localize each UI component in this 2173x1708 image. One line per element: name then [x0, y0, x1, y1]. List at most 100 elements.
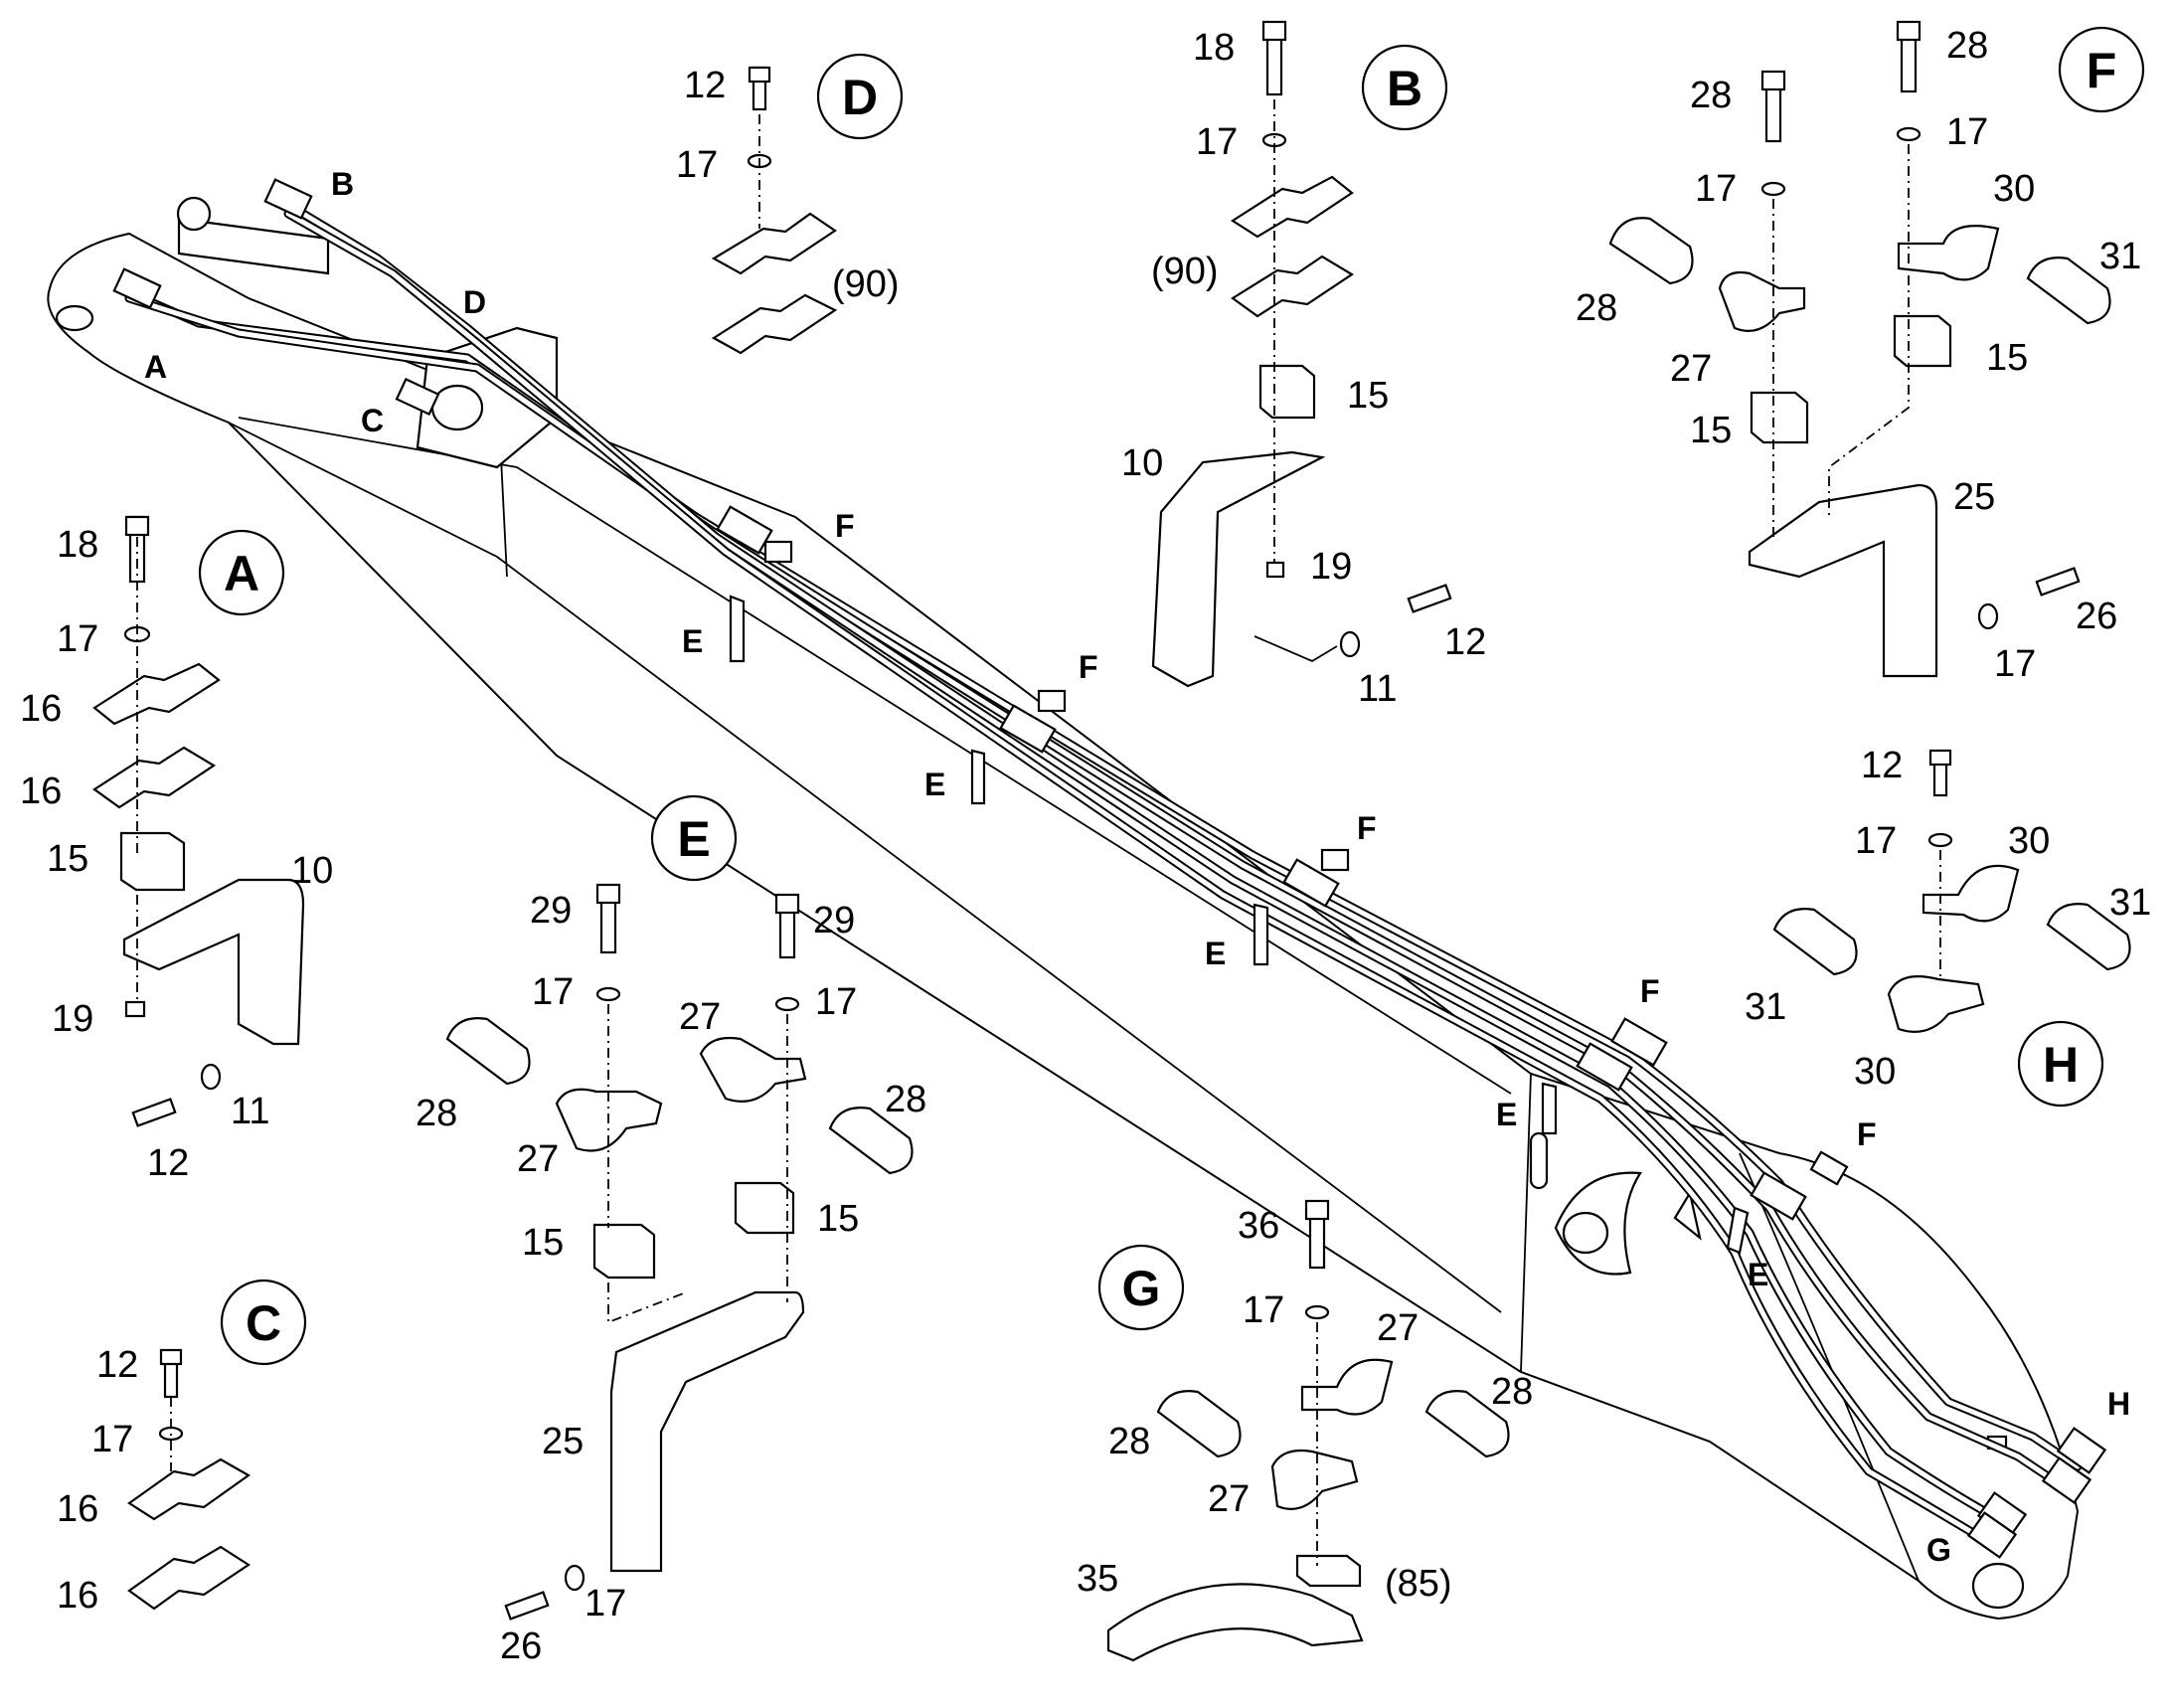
detail-a-letter: A [224, 546, 259, 601]
boom-foot-pin [55, 304, 94, 332]
label-h-main: H [2107, 1386, 2130, 1422]
label-f5-main: F [1857, 1116, 1877, 1152]
callout: 10 [291, 850, 333, 892]
callout: (90) [1151, 251, 1219, 292]
detail-d-marker [816, 53, 904, 140]
callout: 11 [231, 1091, 269, 1132]
detail-d: D 12 17 (90) [676, 53, 904, 355]
callout: 28 [1108, 1421, 1150, 1462]
callout: 36 [1238, 1205, 1279, 1247]
callout: 12 [147, 1142, 189, 1184]
label-g-main: G [1926, 1532, 1951, 1568]
callout: 12 [684, 65, 726, 106]
clamp-90-upper [711, 212, 837, 275]
label-e4-main: E [1496, 1097, 1517, 1132]
spacer-15-f-left [1750, 391, 1809, 444]
callout: 25 [542, 1421, 584, 1462]
callout: 19 [1310, 546, 1352, 588]
sleeve-28-f [1608, 217, 1694, 285]
callout: 30 [1854, 1051, 1896, 1093]
detail-b: B 18 17 (90) 15 10 19 12 11 [1121, 20, 1486, 710]
callout: 16 [20, 770, 62, 812]
callout: 17 [1243, 1289, 1284, 1331]
detail-h-letter: H [2043, 1037, 2079, 1093]
hydraulic-cylinder [177, 217, 330, 275]
label-f3-main: F [1357, 810, 1377, 846]
plate-85 [1295, 1554, 1362, 1588]
callout: 19 [52, 998, 93, 1040]
hydraulic-hoses [112, 178, 2107, 1559]
clamp-30-h-upper [1922, 864, 2020, 923]
clamp-30-f [1897, 225, 2000, 281]
label-e5-main: E [1748, 1257, 1768, 1292]
callout: 27 [517, 1138, 559, 1180]
hose-fitting-c [395, 377, 440, 417]
label-e1-main: E [682, 623, 703, 659]
callout: 29 [813, 900, 855, 941]
clamp-stations [716, 505, 1849, 1255]
callout: 18 [1193, 27, 1235, 69]
callout: 17 [1695, 168, 1737, 210]
label-e2-main: E [924, 767, 945, 802]
callout: 28 [1576, 287, 1617, 329]
clamp-30-h-lower [1887, 975, 1985, 1033]
label-f1-main: F [835, 508, 855, 544]
bracket-10-b [1151, 450, 1326, 688]
detail-a-marker [198, 529, 285, 616]
callout: 28 [1491, 1371, 1533, 1413]
callout: 16 [57, 1488, 98, 1530]
callout: 28 [1946, 25, 1988, 67]
callout: 15 [1690, 410, 1732, 451]
callout: 26 [2076, 596, 2117, 637]
callout: 15 [1986, 337, 2028, 379]
callout: 28 [1690, 75, 1732, 116]
bracket-25-f [1748, 483, 1938, 678]
label-c-main: C [361, 403, 384, 438]
detail-g-marker [1097, 1244, 1185, 1331]
detail-d-letter: D [842, 70, 878, 125]
callout: 31 [2109, 882, 2151, 924]
callout: 29 [530, 890, 572, 932]
detail-b-letter: B [1387, 61, 1422, 116]
clamp-16a [92, 662, 221, 726]
spacer-15-e-right [734, 1181, 795, 1235]
clamp-90-lower [711, 293, 838, 355]
boom-body [47, 232, 2080, 1621]
callout: (85) [1385, 1563, 1452, 1605]
callout: 17 [1946, 111, 1988, 153]
callout: 15 [47, 838, 88, 880]
callout: 15 [522, 1222, 564, 1264]
sleeve-31-f [2026, 256, 2111, 325]
spacer-15-b [1258, 364, 1316, 420]
bracket-25-e [609, 1290, 805, 1573]
arm-pin [1971, 1562, 2025, 1610]
sleeve-28-g-right [1424, 1390, 1510, 1458]
callout: 12 [1444, 621, 1486, 663]
label-e3-main: E [1205, 936, 1226, 971]
bolt-26-f [2035, 567, 2081, 597]
detail-g: G 36 17 27 28 28 27 35 (85) [1077, 1199, 1533, 1662]
detail-e-letter: E [677, 811, 710, 867]
detail-a: A 18 17 16 16 15 10 19 11 12 [20, 515, 333, 1184]
callout: 10 [1121, 442, 1163, 484]
callout: 17 [91, 1419, 133, 1460]
callout: 30 [2008, 820, 2050, 862]
clamp-27-f [1718, 270, 1806, 332]
main-letter-labels: B D A C F E F E F E F E F E G H [144, 166, 2130, 1568]
callout: 30 [1993, 168, 2035, 210]
detail-c-letter: C [246, 1295, 281, 1351]
callout: 25 [1953, 476, 1995, 518]
callout: 11 [1358, 668, 1397, 710]
sleeve-31-h-left [1772, 908, 1858, 976]
callout: 27 [1377, 1307, 1419, 1349]
callout: 16 [20, 688, 62, 730]
callout: 16 [57, 1575, 98, 1617]
clamp-16-c-lower [127, 1545, 251, 1611]
callout: 18 [57, 524, 98, 566]
callout: 17 [532, 971, 574, 1013]
detail-e: E 29 17 29 17 27 28 27 28 15 15 25 26 17 [416, 794, 926, 1667]
detail-c-marker [220, 1279, 307, 1366]
detail-h: H 12 17 30 31 31 30 [1745, 745, 2151, 1108]
